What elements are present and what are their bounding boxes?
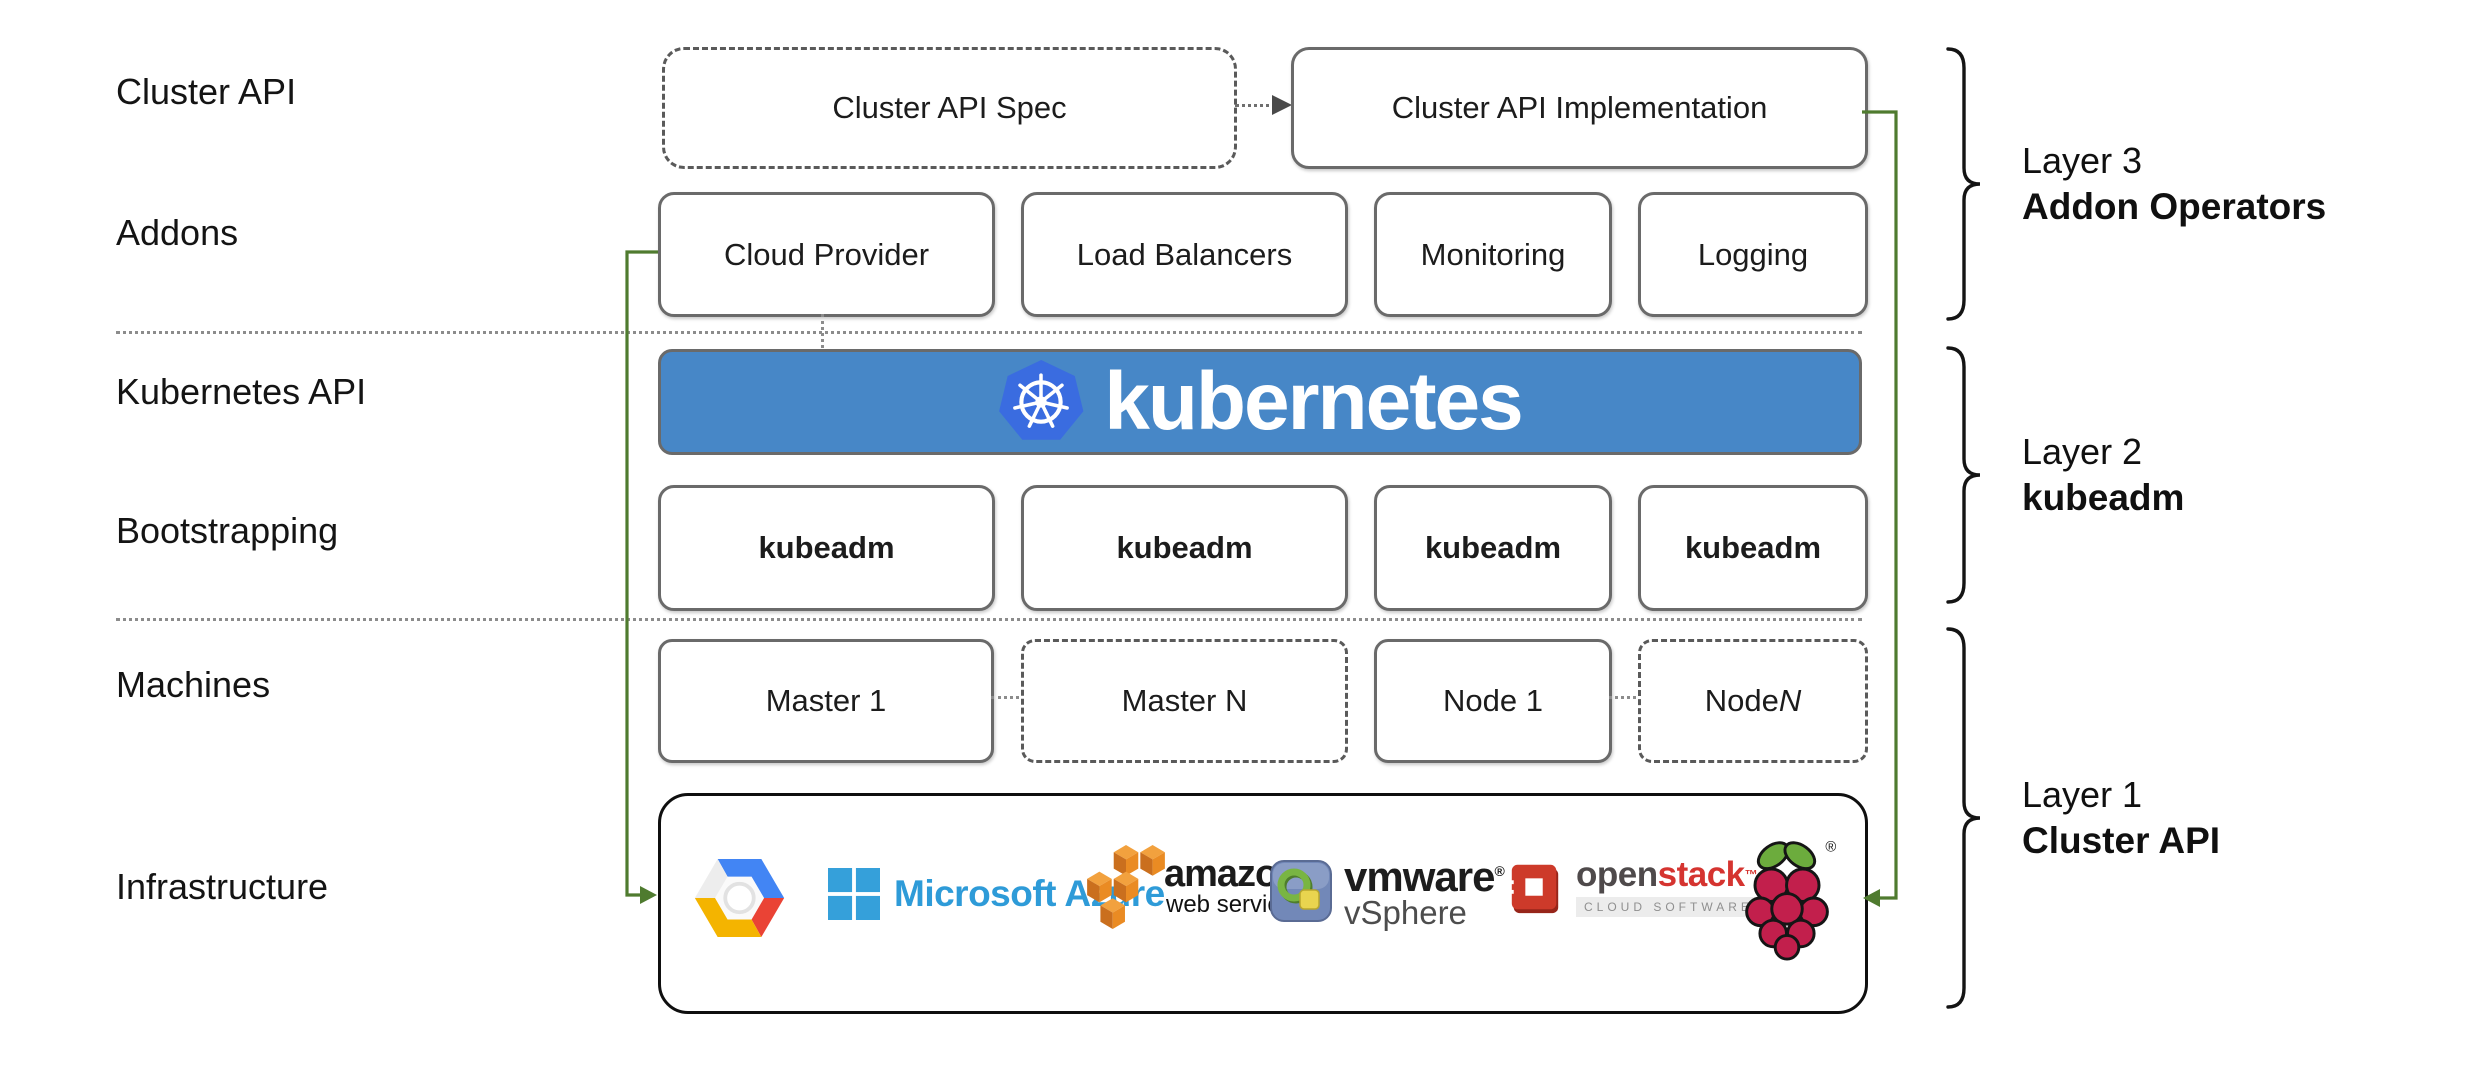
gcp-icon: [692, 853, 787, 943]
layer1-brace: [1946, 627, 1981, 1009]
green-arrow-right-icon: [640, 886, 657, 904]
kubeadm-box-3: kubeadm: [1374, 485, 1612, 611]
green-line-implementation-to-infrastructure: [1862, 110, 1898, 907]
layer1-subtitle: Cluster API: [2022, 820, 2221, 861]
green-line-cloud-provider-to-infrastructure: [625, 250, 658, 904]
layer2-label: Layer 2 kubeadm: [2022, 429, 2184, 521]
openstack-icon: [1507, 864, 1559, 913]
row-label-infrastructure: Infrastructure: [116, 866, 329, 907]
layer3-label: Layer 3 Addon Operators: [2022, 138, 2326, 230]
spec-to-impl-dotted-line: [1235, 104, 1277, 107]
openstack-logo: openstack™ CLOUD SOFTWARE: [1506, 855, 1761, 917]
machine-label: Master N: [1121, 683, 1248, 718]
kubernetes-wordmark: kubernetes: [1104, 356, 1524, 447]
raspberry-pi-icon: ®: [1740, 834, 1836, 964]
vmware-registered-mark: ®: [1494, 863, 1504, 879]
master1-to-mastern-dotted-line: [991, 696, 1019, 699]
vmware-icon: [1270, 860, 1332, 922]
arrow-right-icon: [1272, 95, 1292, 115]
machine-box-node-n: Node N: [1638, 639, 1868, 763]
row-label-machines: Machines: [116, 664, 271, 705]
vsphere-text: vSphere: [1344, 894, 1467, 931]
vmware-text: vmware: [1344, 853, 1495, 900]
machine-label: Node: [1704, 683, 1779, 718]
openstack-text-open: open: [1576, 855, 1658, 894]
cluster-api-spec-box: Cluster API Spec: [662, 47, 1237, 169]
layer2-brace: [1946, 346, 1981, 604]
green-arrow-left-icon: [1863, 889, 1880, 907]
separator-layer2-layer1: [116, 618, 1862, 621]
layer3-title: Layer 3: [2022, 140, 2143, 181]
cloud-provider-to-kubernetes-dotted-line: [821, 314, 824, 348]
openstack-cloud-software-text: CLOUD SOFTWARE: [1576, 897, 1761, 917]
vmware-logo: vmware® vSphere: [1270, 852, 1505, 931]
machine-label: Node 1: [1443, 683, 1543, 718]
azure-icon: [828, 868, 880, 920]
ships-wheel-icon: [1013, 373, 1070, 428]
row-label-bootstrapping: Bootstrapping: [116, 510, 339, 551]
openstack-text-stack: stack: [1657, 855, 1746, 894]
addon-box-load-balancers: Load Balancers: [1021, 192, 1348, 317]
machine-label-suffix: N: [1778, 683, 1802, 718]
machine-box-master-1: Master 1: [658, 639, 994, 763]
raspberry-registered-mark: ®: [1825, 840, 1836, 856]
addon-box-monitoring: Monitoring: [1374, 192, 1612, 317]
kubernetes-logo-icon: [999, 360, 1084, 440]
addon-box-cloud-provider: Cloud Provider: [658, 192, 995, 317]
layer2-subtitle: kubeadm: [2022, 477, 2185, 518]
layer3-subtitle: Addon Operators: [2022, 186, 2327, 227]
node1-to-noden-dotted-line: [1609, 696, 1636, 699]
openstack-tm-mark: ™: [1744, 867, 1758, 882]
layer3-brace: [1946, 47, 1981, 321]
machine-box-node-1: Node 1: [1374, 639, 1612, 763]
layer2-title: Layer 2: [2022, 431, 2143, 472]
machine-box-master-n: Master N: [1021, 639, 1348, 763]
kubeadm-box-1: kubeadm: [658, 485, 995, 611]
row-label-kubernetes-api: Kubernetes API: [116, 371, 367, 412]
addon-box-logging: Logging: [1638, 192, 1868, 317]
row-label-cluster-api: Cluster API: [116, 71, 297, 112]
row-label-addons: Addons: [116, 212, 239, 253]
kubeadm-box-2: kubeadm: [1021, 485, 1348, 611]
kubernetes-banner: kubernetes: [658, 349, 1862, 455]
layer1-title: Layer 1: [2022, 774, 2143, 815]
machine-label: Master 1: [765, 683, 887, 718]
kubeadm-box-4: kubeadm: [1638, 485, 1868, 611]
separator-layer3-layer2: [116, 331, 1862, 334]
aws-cubes-icon: [1087, 845, 1165, 929]
cluster-api-implementation-box: Cluster API Implementation: [1291, 47, 1868, 169]
layer1-label: Layer 1 Cluster API: [2022, 772, 2220, 864]
